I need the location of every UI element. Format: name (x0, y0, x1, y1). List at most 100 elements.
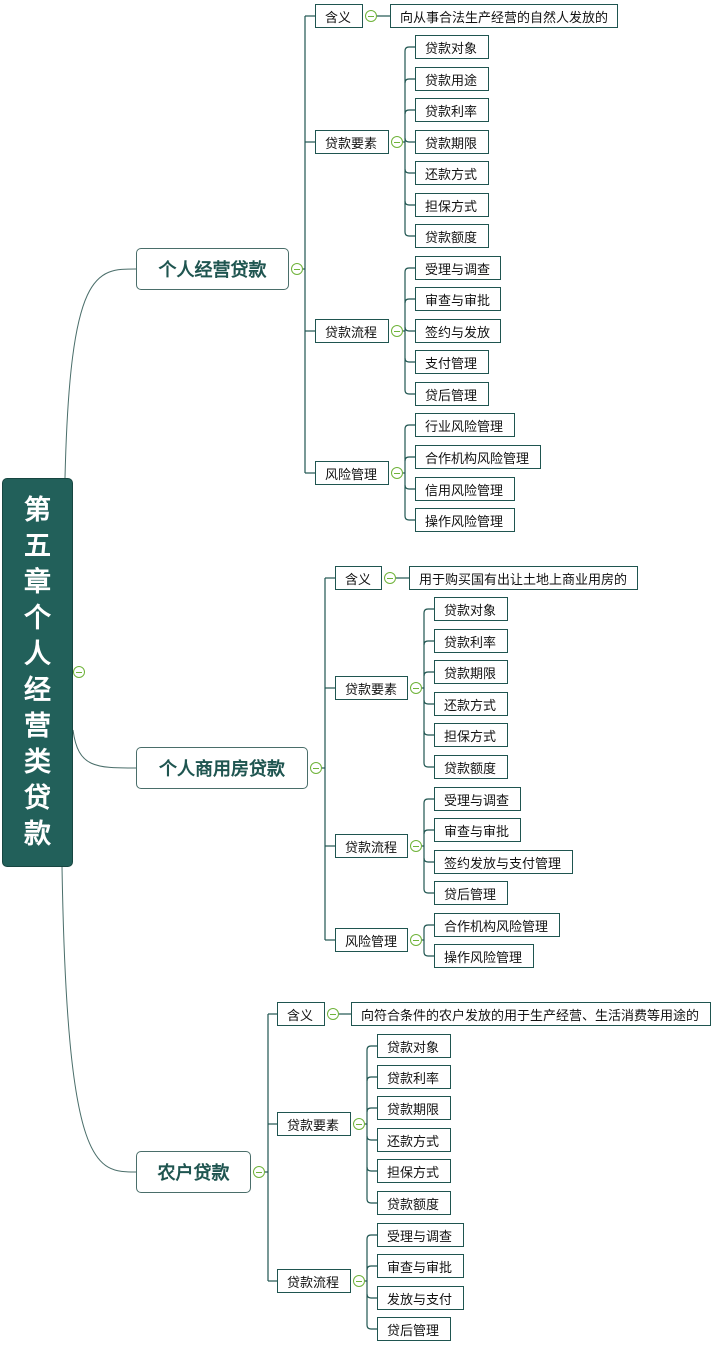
subtopic[interactable]: 含义 (277, 1002, 325, 1026)
leaf-connector (404, 389, 415, 395)
leaf-topic[interactable]: 签约发放与支付管理 (434, 850, 573, 874)
collapse-toggle-icon[interactable] (384, 572, 396, 584)
collapse-toggle-icon[interactable] (391, 136, 403, 148)
subtopic[interactable]: 贷款流程 (315, 319, 389, 343)
collapse-toggle-icon[interactable] (410, 682, 422, 694)
leaf-topic[interactable]: 还款方式 (377, 1128, 451, 1152)
collapse-toggle-icon[interactable] (353, 1118, 365, 1130)
leaf-topic[interactable]: 受理与调查 (415, 256, 501, 280)
leaf-topic[interactable]: 操作风险管理 (415, 508, 515, 532)
leaf-connector (423, 924, 434, 930)
leaf-connector (366, 1265, 377, 1271)
branch-topic[interactable]: 个人经营贷款 (136, 248, 289, 290)
subtopic[interactable]: 含义 (315, 4, 363, 28)
leaf-topic[interactable]: 审查与审批 (434, 818, 521, 842)
leaf-connector (366, 1293, 377, 1299)
leaf-topic[interactable]: 贷款对象 (434, 597, 508, 621)
collapse-toggle-icon[interactable] (73, 666, 85, 678)
leaf-connector (404, 484, 415, 490)
leaf-topic[interactable]: 贷款期限 (434, 660, 508, 684)
collapse-toggle-icon[interactable] (410, 840, 422, 852)
collapse-toggle-icon[interactable] (253, 1166, 265, 1178)
leaf-connector (366, 1107, 377, 1113)
leaf-connector (423, 730, 434, 736)
leaf-topic[interactable]: 贷款利率 (377, 1065, 451, 1089)
leaf-topic[interactable]: 贷款额度 (434, 755, 508, 779)
subtopic[interactable]: 贷款要素 (335, 676, 408, 700)
leaf-topic[interactable]: 贷款额度 (415, 224, 489, 248)
root-char: 经 (24, 674, 51, 706)
leaf-topic[interactable]: 信用风险管理 (415, 477, 515, 501)
leaf-topic[interactable]: 支付管理 (415, 350, 489, 374)
collapse-toggle-icon[interactable] (391, 325, 403, 337)
subtopic[interactable]: 风险管理 (335, 928, 408, 952)
leaf-topic[interactable]: 发放与支付 (377, 1286, 464, 1310)
collapse-toggle-icon[interactable] (353, 1275, 365, 1287)
leaf-topic[interactable]: 受理与调查 (434, 787, 521, 811)
branch-topic[interactable]: 农户贷款 (136, 1151, 251, 1193)
leaf-topic[interactable]: 贷款利率 (434, 629, 508, 653)
leaf-connector (423, 829, 434, 835)
leaf-topic[interactable]: 担保方式 (434, 723, 508, 747)
subtopic[interactable]: 含义 (335, 566, 382, 590)
root-char: 第 (24, 494, 51, 526)
leaf-topic[interactable]: 贷后管理 (415, 382, 489, 406)
leaf-connector (366, 1045, 377, 1051)
subtopic[interactable]: 风险管理 (315, 461, 389, 485)
root-char: 人 (24, 638, 51, 670)
subtopic[interactable]: 贷款要素 (277, 1112, 351, 1136)
leaf-topic[interactable]: 担保方式 (415, 193, 489, 217)
collapse-toggle-icon[interactable] (310, 762, 322, 774)
subtopic[interactable]: 贷款流程 (335, 834, 408, 858)
root-topic[interactable]: 第五章个人经营类贷款 (2, 478, 73, 867)
leaf-topic[interactable]: 向符合条件的农户发放的用于生产经营、生活消费等用途的 (351, 1002, 711, 1026)
leaf-connector (404, 78, 415, 84)
leaf-connector (366, 1135, 377, 1141)
leaf-connector (404, 46, 415, 52)
leaf-connector (423, 951, 434, 957)
leaf-connector (404, 267, 415, 273)
leaf-connector (423, 798, 434, 804)
leaf-connector (423, 640, 434, 646)
leaf-topic[interactable]: 还款方式 (434, 692, 508, 716)
leaf-topic[interactable]: 合作机构风险管理 (434, 913, 560, 937)
leaf-topic[interactable]: 用于购买国有出让土地上商业用房的 (409, 566, 638, 590)
subtopic[interactable]: 贷款要素 (315, 130, 389, 154)
leaf-topic[interactable]: 贷后管理 (434, 881, 508, 905)
leaf-topic[interactable]: 贷款对象 (377, 1034, 451, 1058)
leaf-topic[interactable]: 担保方式 (377, 1159, 451, 1183)
leaf-topic[interactable]: 签约与发放 (415, 319, 501, 343)
leaf-topic[interactable]: 操作风险管理 (434, 944, 534, 968)
root-char: 款 (24, 818, 51, 850)
leaf-topic[interactable]: 合作机构风险管理 (415, 445, 541, 469)
root-char: 类 (24, 746, 51, 778)
collapse-toggle-icon[interactable] (410, 934, 422, 946)
leaf-topic[interactable]: 还款方式 (415, 161, 489, 185)
leaf-topic[interactable]: 贷款期限 (415, 130, 489, 154)
leaf-topic[interactable]: 贷后管理 (377, 1317, 451, 1341)
leaf-topic[interactable]: 贷款用途 (415, 67, 489, 91)
leaf-topic[interactable]: 审查与审批 (377, 1254, 464, 1278)
branch-topic[interactable]: 个人商用房贷款 (136, 747, 308, 789)
root-branch-connector (64, 268, 137, 479)
root-char: 贷 (24, 782, 51, 814)
leaf-connector (423, 608, 434, 614)
leaf-topic[interactable]: 贷款额度 (377, 1191, 451, 1215)
leaf-topic[interactable]: 受理与调查 (377, 1223, 464, 1247)
leaf-connector (366, 1234, 377, 1240)
collapse-toggle-icon[interactable] (391, 467, 403, 479)
leaf-topic[interactable]: 行业风险管理 (415, 413, 515, 437)
leaf-topic[interactable]: 向从事合法生产经营的自然人发放的 (390, 4, 618, 28)
leaf-topic[interactable]: 贷款利率 (415, 98, 489, 122)
subtopic[interactable]: 贷款流程 (277, 1269, 351, 1293)
leaf-topic[interactable]: 贷款期限 (377, 1096, 451, 1120)
leaf-connector (404, 298, 415, 304)
collapse-toggle-icon[interactable] (365, 10, 377, 22)
leaf-connector (366, 1198, 377, 1204)
collapse-toggle-icon[interactable] (291, 263, 303, 275)
leaf-topic[interactable]: 审查与审批 (415, 287, 501, 311)
leaf-connector (423, 762, 434, 768)
collapse-toggle-icon[interactable] (327, 1008, 339, 1020)
leaf-topic[interactable]: 贷款对象 (415, 35, 489, 59)
leaf-connector (404, 137, 415, 143)
